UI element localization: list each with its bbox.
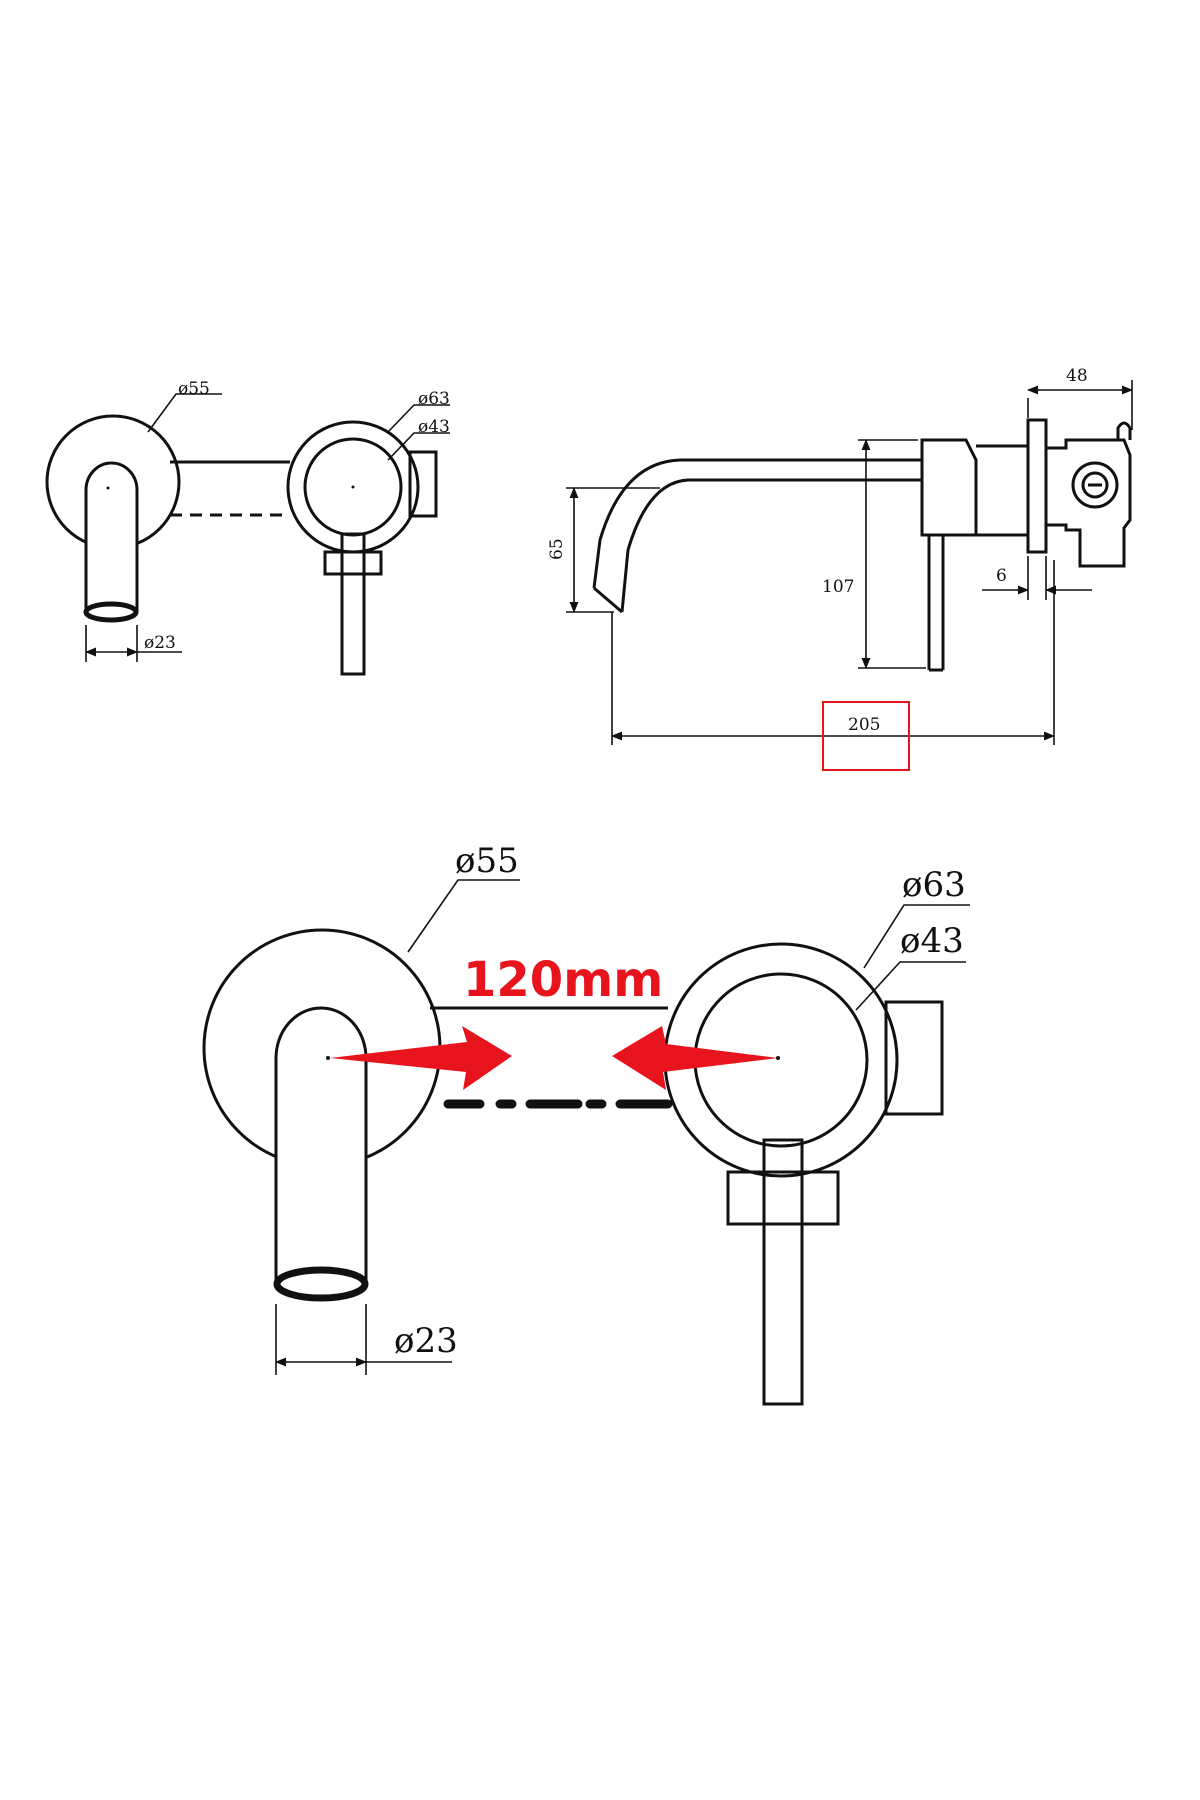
label-d63-large: ø63 — [902, 865, 966, 905]
front-view-small: ø55 ø63 ø43 ø23 — [45, 379, 450, 676]
leader-d63 — [387, 404, 450, 433]
spout-body — [84, 461, 139, 612]
lever — [340, 532, 366, 676]
lever-base — [323, 550, 383, 576]
wall-plate — [1026, 418, 1048, 554]
label-d23-large: ø23 — [394, 1321, 458, 1361]
large-leader-d55 — [407, 879, 520, 953]
label-d43-small: ø43 — [418, 417, 450, 437]
dim-107: 107 — [822, 577, 854, 597]
large-lever — [762, 1138, 804, 1406]
valve-body — [1044, 438, 1132, 568]
large-spout-outlet — [273, 1266, 369, 1302]
side-escutcheon — [920, 438, 978, 537]
large-spout-body — [274, 1006, 368, 1284]
spout-arm-bottom — [620, 478, 922, 613]
spout-outlet — [83, 601, 139, 623]
side-nut — [408, 450, 438, 518]
valve-outlet — [1071, 461, 1119, 509]
arrow-left — [612, 1026, 778, 1090]
label-d43-large: ø43 — [900, 921, 964, 961]
label-d55-small: ø55 — [178, 379, 210, 399]
side-view: 48 65 107 6 205 — [547, 366, 1134, 771]
dim-6: 6 — [996, 566, 1007, 586]
front-view-large: 120mm ø55 ø63 ø43 ø23 — [202, 841, 970, 1406]
leader-d43 — [387, 432, 450, 461]
dim-48: 48 — [1066, 366, 1088, 386]
large-side-nut — [884, 1000, 944, 1116]
leader-d55 — [147, 393, 222, 433]
large-leader-d43 — [855, 961, 966, 1011]
large-lever-base — [726, 1170, 840, 1226]
label-d63-small: ø63 — [418, 389, 450, 409]
label-d23-small: ø23 — [144, 633, 176, 653]
large-leader-d63 — [863, 904, 970, 969]
dim-205: 205 — [848, 715, 880, 735]
spout-arm-top — [592, 458, 922, 589]
arrow-right — [330, 1026, 512, 1090]
spout-tip — [593, 586, 623, 614]
centre-distance-label: 120mm — [463, 952, 663, 1008]
label-d55-large: ø55 — [455, 841, 519, 881]
dim-65: 65 — [547, 538, 567, 560]
highlight-box-205 — [822, 701, 910, 771]
